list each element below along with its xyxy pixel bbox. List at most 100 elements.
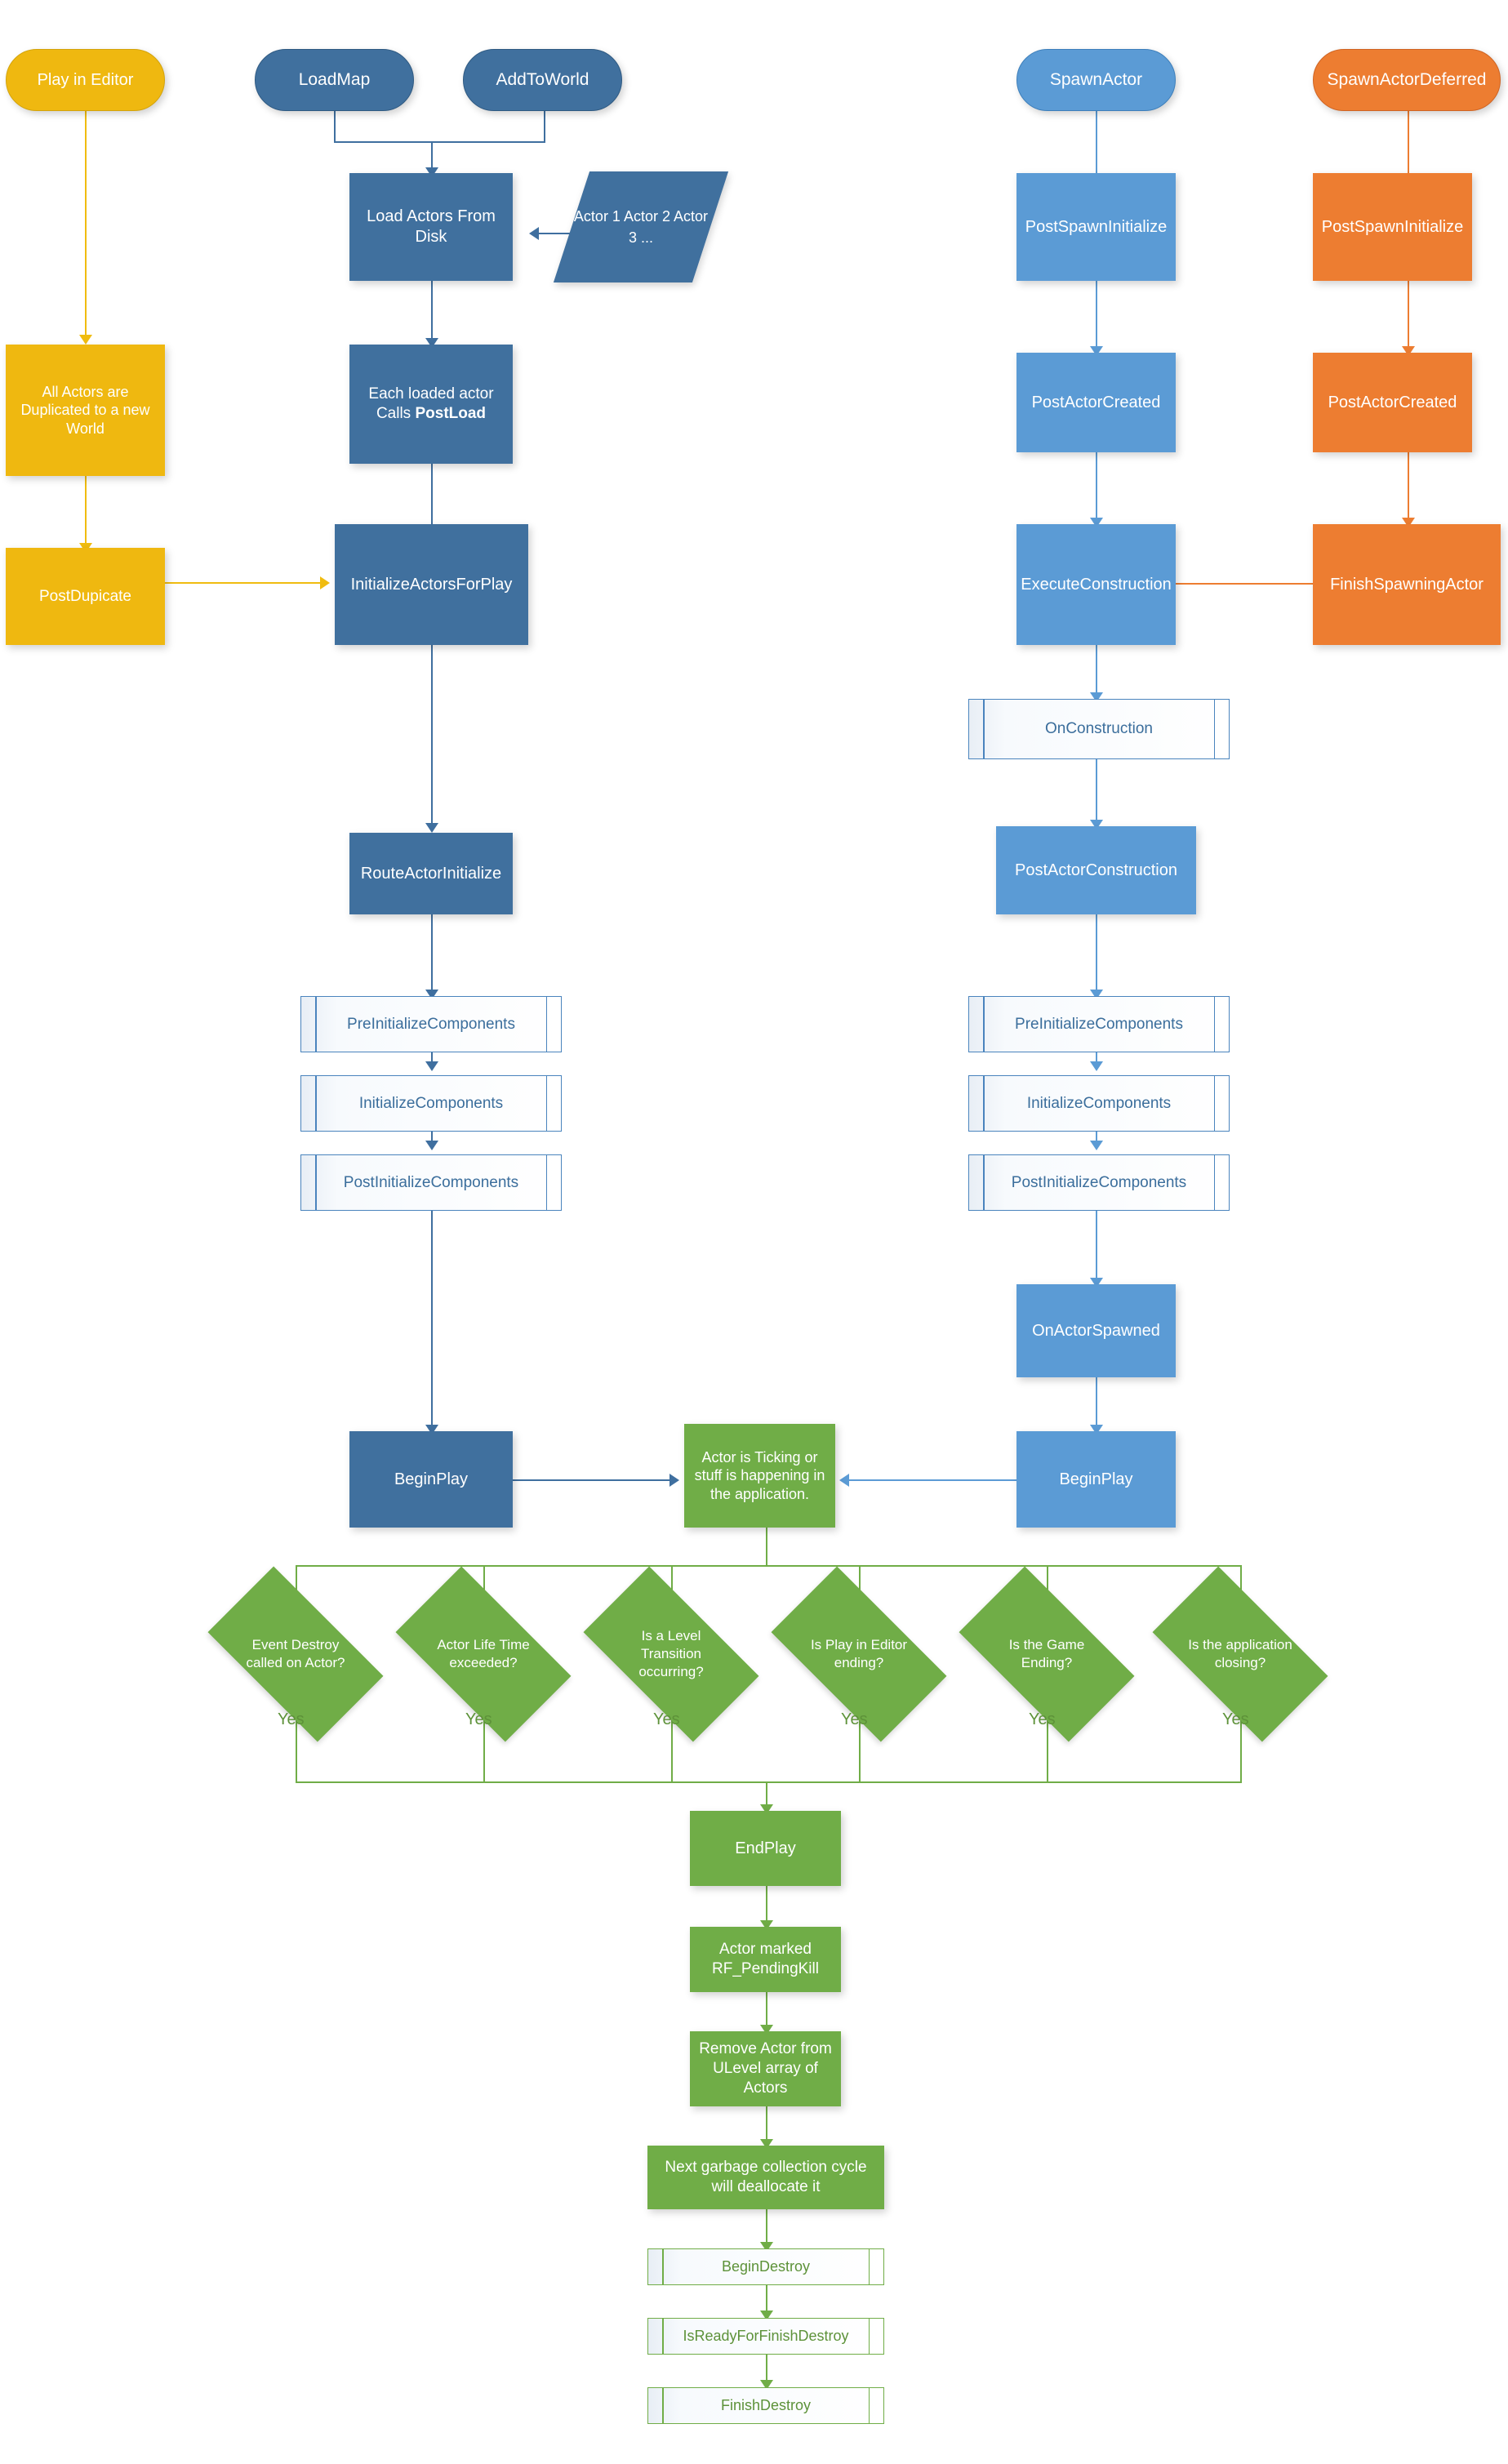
edge-decision-bus (296, 1565, 1241, 1567)
node-label: Is the application closing? (1188, 1636, 1292, 1670)
edge-yes-tail-3 (671, 1701, 673, 1782)
process-actor-marked-pendingkill[interactable]: Actor marked RF_PendingKill (690, 1927, 841, 1992)
subroutine-left-bar (983, 997, 985, 1052)
subroutine-left-bar (983, 1076, 985, 1131)
node-label: Actor is Ticking or stuff is happening i… (694, 1448, 825, 1502)
subroutine-finish-destroy[interactable]: FinishDestroy (647, 2387, 884, 2424)
process-next-gc-cycle[interactable]: Next garbage collection cycle will deall… (647, 2146, 884, 2209)
edge-endplay-to-pendingkill (766, 1886, 767, 1927)
edge-onconstruction-to-postactorconstruction (1096, 759, 1097, 826)
edge-yes-tail-4 (859, 1701, 861, 1782)
edge-spawnactor-to-postspawninit (1096, 111, 1097, 181)
edge-duplicated-to-postduplicate (85, 476, 87, 548)
decision-actor-life-time[interactable]: Actor Life Time exceeded? (395, 1566, 572, 1742)
subroutine-initialize-components-left[interactable]: InitializeComponents (300, 1075, 562, 1132)
edge-drop-6 (1240, 1565, 1242, 1604)
process-actor-is-ticking[interactable]: Actor is Ticking or stuff is happening i… (684, 1424, 835, 1528)
node-label: PreInitializeComponents (1015, 1015, 1183, 1033)
subroutine-initialize-components-right[interactable]: InitializeComponents (968, 1075, 1230, 1132)
process-begin-play-right[interactable]: BeginPlay (1016, 1431, 1176, 1528)
edge-label-yes-3: Yes (653, 1710, 680, 1728)
subroutine-pre-initialize-components-left[interactable]: PreInitializeComponents (300, 996, 562, 1052)
subroutine-post-initialize-components-right[interactable]: PostInitializeComponents (968, 1154, 1230, 1211)
process-post-actor-created-orange[interactable]: PostActorCreated (1313, 353, 1472, 452)
node-label: InitializeActorsForPlay (350, 575, 513, 594)
arrowhead (1090, 1061, 1103, 1071)
node-label: PostInitializeComponents (1011, 1173, 1187, 1191)
node-label: Actor 1 Actor 2 Actor 3 ... (573, 207, 709, 246)
edge-label-yes-6: Yes (1222, 1710, 1249, 1728)
edge-drop-3 (671, 1565, 673, 1604)
edge-actorlist-to-loadactors (539, 233, 588, 234)
process-post-actor-construction[interactable]: PostActorConstruction (996, 826, 1196, 914)
process-all-actors-duplicated[interactable]: All Actors are Duplicated to a new World (6, 345, 165, 476)
process-on-actor-spawned[interactable]: OnActorSpawned (1016, 1284, 1176, 1377)
edge-collector-down (766, 1781, 767, 1811)
process-remove-actor-from-ulevel[interactable]: Remove Actor from ULevel array of Actors (690, 2031, 841, 2106)
edge-yes-tail-2 (483, 1701, 485, 1782)
process-end-play[interactable]: EndPlay (690, 1811, 841, 1886)
edge-merge-bar (334, 141, 545, 143)
subroutine-on-construction[interactable]: OnConstruction (968, 699, 1230, 759)
subroutine-post-initialize-components-left[interactable]: PostInitializeComponents (300, 1154, 562, 1211)
edge-spawndeferred-to-postspawninit (1408, 111, 1409, 181)
edge-addtoworld-down (544, 111, 545, 142)
process-initialize-actors-for-play[interactable]: InitializeActorsForPlay (335, 524, 528, 645)
subroutine-begin-destroy[interactable]: BeginDestroy (647, 2248, 884, 2285)
edge-finishspawning-to-executeconstruction (1158, 583, 1313, 585)
decision-event-destroy[interactable]: Event Destroy called on Actor? (207, 1566, 384, 1742)
terminator-load-map[interactable]: LoadMap (255, 49, 414, 111)
process-execute-construction[interactable]: ExecuteConstruction (1016, 524, 1176, 645)
subroutine-left-bar (662, 2388, 664, 2423)
decision-game-ending[interactable]: Is the Game Ending? (959, 1566, 1135, 1742)
subroutine-left-bar (315, 1155, 317, 1210)
process-post-spawn-initialize-blue[interactable]: PostSpawnInitialize (1016, 173, 1176, 281)
terminator-spawn-actor[interactable]: SpawnActor (1016, 49, 1176, 111)
edge-merge-down (431, 141, 433, 172)
edge-drop-4 (859, 1565, 861, 1604)
terminator-spawn-actor-deferred[interactable]: SpawnActorDeferred (1313, 49, 1501, 111)
arrowhead (425, 1141, 438, 1150)
decision-level-transition[interactable]: Is a Level Transition occurring? (583, 1566, 759, 1742)
node-label: BeginPlay (394, 1470, 469, 1488)
node-label: PreInitializeComponents (347, 1015, 515, 1033)
terminator-add-to-world[interactable]: AddToWorld (463, 49, 622, 111)
node-label: PostDupicate (38, 587, 131, 605)
edge-beginplay-left-to-ticking (511, 1479, 674, 1481)
edge-drop-1 (296, 1565, 297, 1604)
decision-play-in-editor-ending[interactable]: Is Play in Editor ending? (771, 1566, 947, 1742)
node-label: Play in Editor (37, 70, 134, 89)
node-label: PostActorCreated (1031, 393, 1161, 411)
process-post-duplicate[interactable]: PostDupicate (6, 548, 165, 645)
subroutine-right-bar (1213, 1155, 1215, 1210)
node-label: Event Destroy called on Actor? (246, 1636, 345, 1670)
edge-preinit-to-init-left (431, 1052, 433, 1067)
node-label: PostActorConstruction (1015, 861, 1177, 879)
subroutine-left-bar (662, 2319, 664, 2354)
process-post-spawn-initialize-orange[interactable]: PostSpawnInitialize (1313, 173, 1472, 281)
process-each-loaded-actor[interactable]: Each loaded actor Calls PostLoad (349, 345, 513, 464)
process-route-actor-initialize[interactable]: RouteActorInitialize (349, 833, 513, 914)
decision-application-closing[interactable]: Is the application closing? (1152, 1566, 1328, 1742)
process-begin-play-left[interactable]: BeginPlay (349, 1431, 513, 1528)
edge-label-yes-2: Yes (465, 1710, 492, 1728)
arrowhead (425, 823, 438, 833)
process-load-actors-from-disk[interactable]: Load Actors From Disk (349, 173, 513, 281)
subroutine-is-ready-for-finish-destroy[interactable]: IsReadyForFinishDestroy (647, 2318, 884, 2355)
process-post-actor-created-blue[interactable]: PostActorCreated (1016, 353, 1176, 452)
terminator-play-in-editor[interactable]: Play in Editor (6, 49, 165, 111)
data-actor-list[interactable]: Actor 1 Actor 2 Actor 3 ... (553, 171, 729, 282)
node-label: PostInitializeComponents (343, 1173, 519, 1191)
arrowhead (320, 576, 330, 589)
arrowhead (529, 227, 539, 240)
edge-beginplay-right-to-ticking (849, 1479, 1029, 1481)
arrowhead (669, 1474, 679, 1487)
edge-begindestroy-to-isready (766, 2285, 767, 2316)
postload-prefix: Each loaded actor Calls (368, 385, 494, 422)
arrowhead (839, 1474, 849, 1487)
subroutine-pre-initialize-components-right[interactable]: PreInitializeComponents (968, 996, 1230, 1052)
process-finish-spawning-actor[interactable]: FinishSpawningActor (1313, 524, 1501, 645)
subroutine-right-bar (1213, 1076, 1215, 1131)
edge-yes-tail-1 (296, 1701, 297, 1782)
